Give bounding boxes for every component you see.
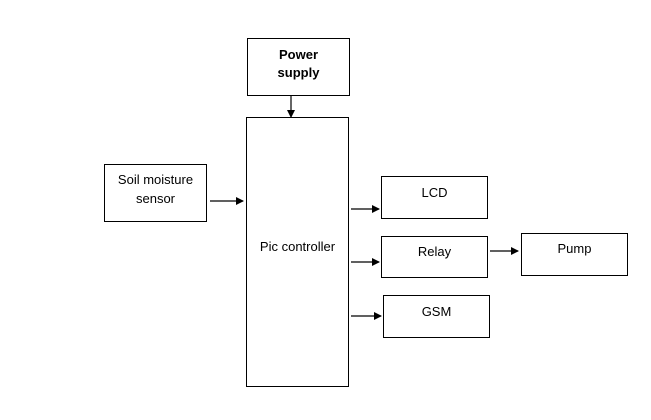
soil-sensor-label-line1: Soil moisture — [117, 172, 194, 187]
pic-controller-label: Pic controller — [259, 239, 336, 254]
relay-block: Relay — [381, 236, 488, 278]
soil-sensor-label-line2: sensor — [135, 191, 176, 206]
lcd-label: LCD — [421, 185, 448, 200]
gsm-block: GSM — [383, 295, 490, 338]
power-supply-label-line1: Power — [278, 47, 318, 62]
gsm-label: GSM — [421, 304, 452, 319]
pump-block: Pump — [521, 233, 628, 276]
soil-moisture-sensor-block: Soil moisture sensor — [104, 164, 207, 222]
relay-label: Relay — [417, 244, 452, 259]
pump-label: Pump — [557, 241, 592, 256]
lcd-block: LCD — [381, 176, 488, 219]
power-supply-label-line2: supply — [277, 65, 320, 80]
pic-controller-block: Pic controller — [246, 117, 349, 387]
power-supply-block: Power supply — [247, 38, 350, 96]
